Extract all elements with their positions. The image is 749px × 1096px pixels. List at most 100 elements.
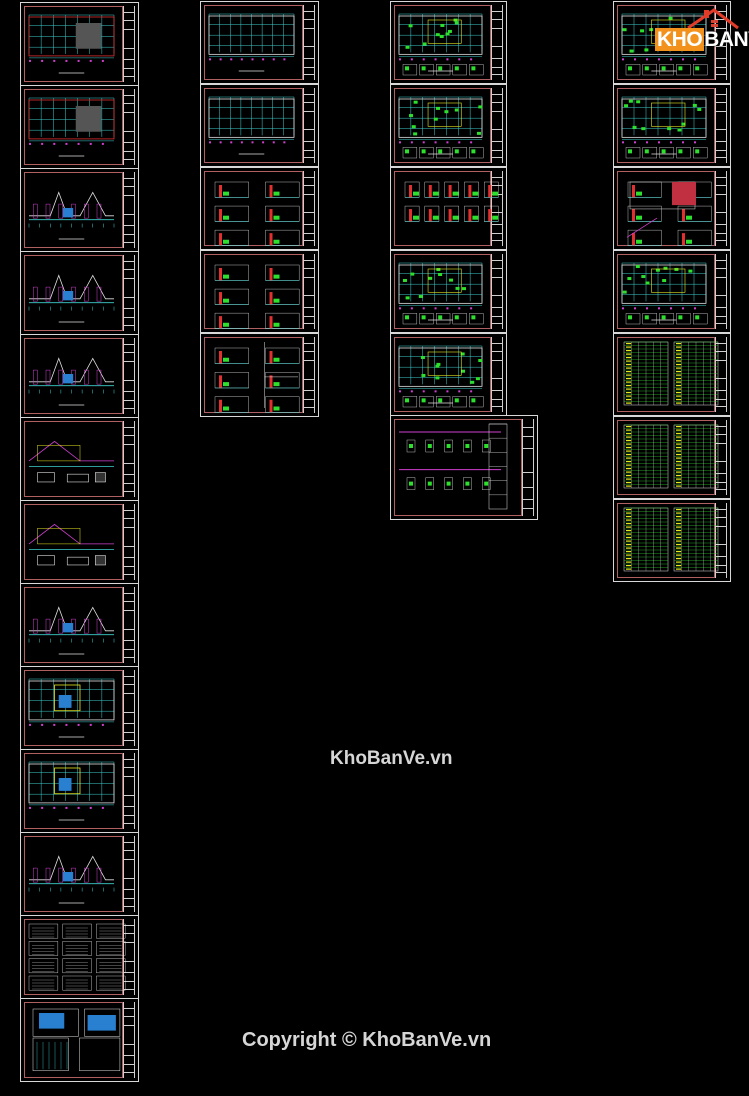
drawing-sheet [20, 2, 139, 86]
drawing-sheet [200, 1, 319, 84]
drawing-sheet [200, 333, 319, 417]
drawing-sheet [613, 250, 731, 333]
sheet-drawing [398, 345, 484, 408]
sheet-drawing [214, 342, 300, 413]
title-block [715, 503, 727, 578]
sheet-drawing [399, 423, 508, 510]
sheet-frame [24, 753, 123, 829]
sheet-drawing [208, 96, 295, 155]
logo-text-kho: KHO [655, 28, 705, 51]
drawing-sheet [390, 1, 507, 84]
sheet-frame [24, 670, 123, 746]
title-block [303, 88, 315, 163]
sheet-frame [204, 5, 303, 80]
title-block [123, 670, 135, 746]
logo-text-banve: BANVE [704, 28, 749, 51]
title-block [123, 504, 135, 580]
house-roof-icon [687, 8, 739, 30]
sheet-drawing [28, 606, 115, 655]
sheet-drawing [32, 1008, 121, 1072]
title-block [522, 419, 534, 516]
sheet-frame [24, 587, 123, 663]
sheet-frame [204, 171, 303, 246]
title-block [303, 171, 315, 246]
drawing-sheet [20, 334, 139, 418]
sheet-frame [24, 89, 123, 165]
sheet-drawing [214, 264, 300, 329]
sheet-drawing [398, 262, 484, 325]
sheet-drawing [28, 274, 115, 323]
drawing-sheet [390, 167, 507, 250]
sheet-frame [24, 919, 123, 995]
logo-text: KHOBANVE [655, 28, 749, 52]
sheet-drawing [398, 96, 484, 159]
title-block [123, 421, 135, 497]
drawing-sheet [20, 832, 139, 916]
drawing-sheet [20, 998, 139, 1082]
sheet-frame [394, 88, 491, 163]
title-block [123, 255, 135, 331]
title-block [715, 254, 727, 329]
title-block [303, 254, 315, 329]
sheet-frame [204, 88, 303, 163]
sheet-frame [617, 420, 715, 495]
sheet-drawing [208, 13, 295, 72]
sheet-drawing [214, 181, 300, 246]
drawing-sheet [200, 167, 319, 250]
sheet-drawing [28, 97, 115, 157]
sheet-drawing [28, 523, 114, 566]
sheet-drawing [621, 262, 708, 325]
title-block [123, 89, 135, 165]
title-block [123, 919, 135, 995]
drawing-sheet [613, 416, 731, 499]
sheet-frame [24, 1002, 123, 1078]
sheet-drawing [623, 507, 719, 572]
drawing-sheet [20, 417, 139, 501]
title-block [715, 420, 727, 495]
title-block [123, 1002, 135, 1078]
drawing-sheet [200, 84, 319, 167]
drawing-sheet [390, 250, 507, 333]
sheet-drawing [623, 341, 719, 406]
drawing-sheet [20, 251, 139, 335]
sheet-frame [394, 5, 491, 80]
sheet-drawing [626, 181, 712, 246]
title-block [715, 171, 727, 246]
drawing-sheet [20, 915, 139, 999]
sheet-drawing [28, 14, 115, 74]
sheet-drawing [28, 761, 115, 821]
drawing-sheet [613, 84, 731, 167]
sheet-drawing [28, 440, 114, 483]
title-block [123, 6, 135, 82]
drawing-sheet [200, 250, 319, 333]
title-block [715, 337, 727, 412]
drawing-sheet [20, 500, 139, 584]
drawing-sheet [20, 749, 139, 833]
title-block [491, 88, 503, 163]
drawing-sheet [390, 84, 507, 167]
title-block [303, 5, 315, 80]
sheet-drawing [28, 923, 126, 991]
drawing-sheet [613, 333, 731, 416]
watermark-center: KhoBanVe.vn [330, 748, 453, 769]
sheet-frame [204, 254, 303, 329]
title-block [123, 338, 135, 414]
sheet-frame [24, 338, 123, 414]
sheet-frame [24, 172, 123, 248]
sheet-frame [617, 254, 715, 329]
title-block [123, 587, 135, 663]
drawing-sheet [390, 333, 507, 416]
sheet-drawing [404, 181, 499, 222]
drawing-sheet [613, 499, 731, 582]
sheet-drawing [28, 855, 115, 904]
drawing-sheet [20, 583, 139, 667]
sheet-frame [394, 337, 491, 412]
title-block [123, 172, 135, 248]
drawing-sheet [390, 415, 538, 520]
drawing-sheet [20, 666, 139, 750]
sheet-drawing [398, 13, 484, 76]
sheet-frame [24, 836, 123, 912]
title-block [715, 5, 727, 80]
copyright-watermark: Copyright © KhoBanVe.vn [242, 1029, 492, 1051]
sheet-drawing [28, 191, 115, 240]
